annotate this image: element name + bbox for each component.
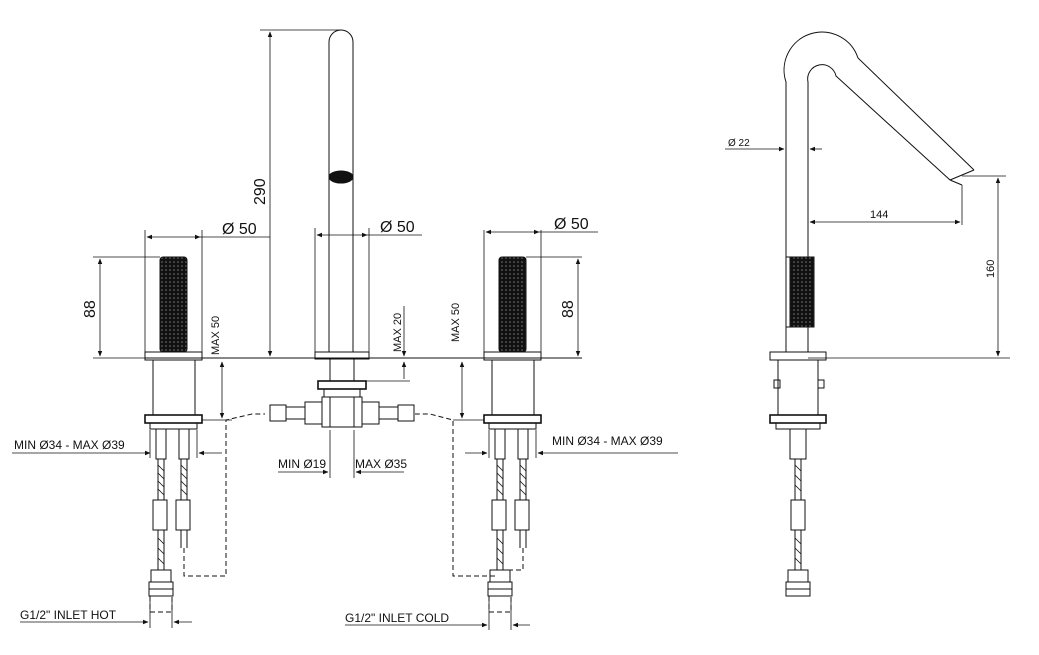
dim-diameter-center: Ø 50 <box>380 219 415 236</box>
label-inlet-cold: G1/2" INLET COLD <box>345 611 449 625</box>
dim-max-center: MAX 20 <box>392 313 404 352</box>
dim-spout-height: 290 <box>252 178 269 205</box>
left-handle <box>144 256 265 613</box>
dim-handle-height-left: 88 <box>82 300 99 318</box>
dim-diameter-right: Ø 50 <box>554 216 589 233</box>
dim-max-left: MAX 50 <box>210 316 222 355</box>
dim-side-height: 160 <box>985 260 997 278</box>
dim-max-right: MAX 50 <box>450 303 462 342</box>
spout <box>269 29 415 428</box>
right-handle <box>415 256 542 613</box>
dim-spout-min: MIN Ø19 <box>278 457 326 471</box>
dim-hole-left: MIN Ø34 - MAX Ø39 <box>14 438 125 452</box>
dim-side-diameter: Ø 22 <box>728 138 750 149</box>
dim-spout-max: MAX Ø35 <box>355 457 407 471</box>
dim-hole-right: MIN Ø34 - MAX Ø39 <box>552 434 663 448</box>
label-inlet-hot: G1/2" INLET HOT <box>20 608 117 622</box>
side-dimensions <box>725 146 1010 359</box>
side-view <box>769 31 975 597</box>
front-dimensions <box>12 29 678 630</box>
dim-side-reach: 144 <box>870 209 888 221</box>
dim-diameter-left: Ø 50 <box>222 221 257 238</box>
dim-handle-height-right: 88 <box>560 300 577 318</box>
